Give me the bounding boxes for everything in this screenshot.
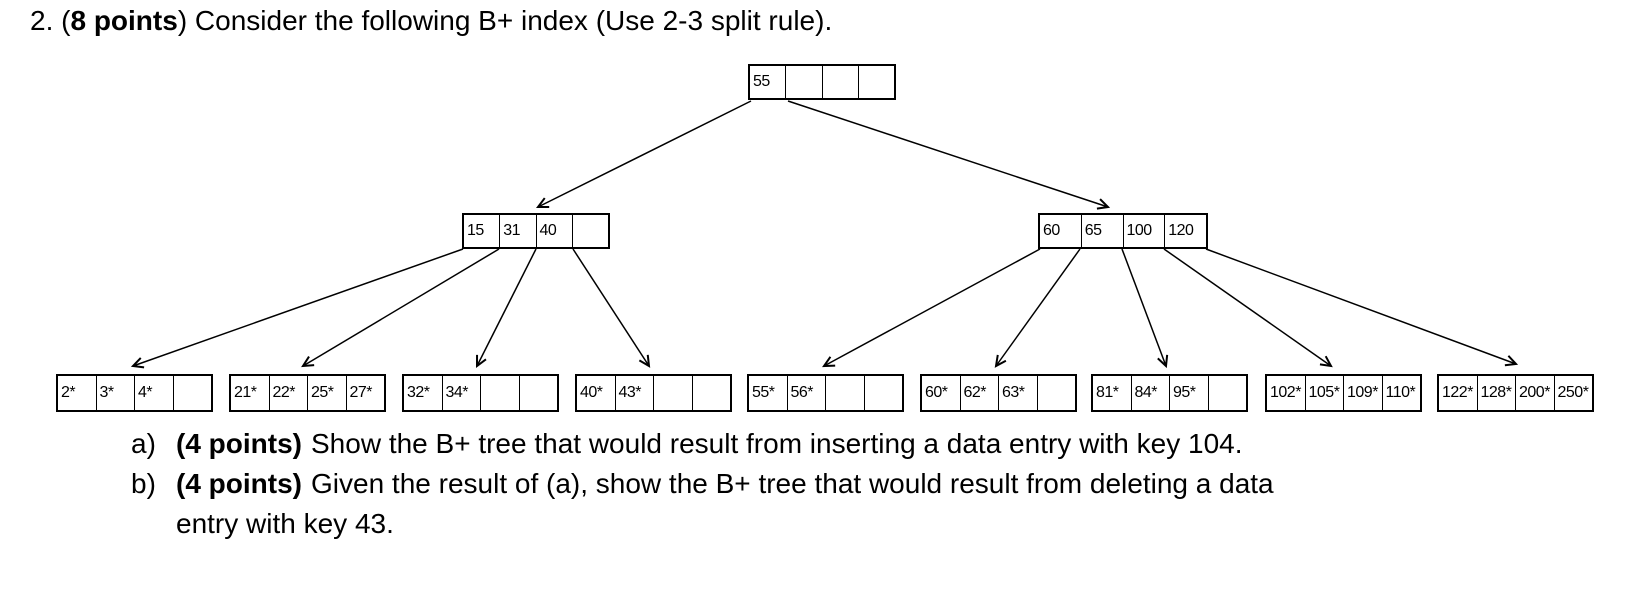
key-cell	[520, 376, 558, 410]
key-cell: 56*	[788, 376, 826, 410]
question-line: Show the B+ tree that would result from …	[311, 428, 1243, 459]
key-cell: 60	[1040, 215, 1082, 247]
leaf-node-6: 60*62*63*	[920, 374, 1077, 412]
question-points: (4 points)	[176, 428, 302, 459]
key-cell: 95*	[1170, 376, 1209, 410]
key-cell	[823, 66, 859, 98]
key-cell: 122*	[1439, 376, 1478, 410]
leaf-node-8: 102*105*109*110*	[1265, 374, 1422, 412]
key-cell: 60*	[922, 376, 961, 410]
key-cell	[693, 376, 731, 410]
leaf-node-2: 21*22*25*27*	[229, 374, 386, 412]
key-cell: 109*	[1344, 376, 1383, 410]
key-cell	[481, 376, 520, 410]
problem-statement: ) Consider the following B+ index (Use 2…	[177, 5, 833, 36]
key-cell: 84*	[1132, 376, 1170, 410]
key-cell: 25*	[308, 376, 347, 410]
pointer-arrow	[1205, 248, 1519, 367]
leaf-node-3: 32*34*	[402, 374, 559, 412]
question-b: b) (4 points) Given the result of (a), sho…	[131, 464, 1506, 544]
key-cell	[859, 66, 894, 98]
key-cell	[1209, 376, 1247, 410]
pointer-arrow	[787, 100, 1111, 210]
key-cell: 65	[1082, 215, 1124, 247]
key-cell: 55	[750, 66, 787, 98]
question-label: a)	[131, 428, 156, 459]
pointer-arrow	[822, 248, 1041, 368]
key-cell: 40	[537, 215, 573, 247]
problem-title: 2. (8 points) Consider the following B+ …	[30, 5, 832, 37]
question-a: a) (4 points) Show the B+ tree that would …	[131, 424, 1506, 464]
pointer-arrow	[535, 100, 752, 209]
key-cell	[1038, 376, 1076, 410]
pointer-arrow	[475, 248, 537, 368]
key-cell: 128*	[1478, 376, 1516, 410]
key-cell: 250*	[1557, 384, 1589, 401]
pointer-arrow	[994, 248, 1081, 368]
key-cell: 55*	[749, 376, 788, 410]
key-cell: 105*	[1306, 376, 1344, 410]
key-cell: 31	[500, 215, 537, 247]
key-cell: 63*	[999, 376, 1038, 410]
key-cell: 81*	[1093, 376, 1132, 410]
pointer-arrow	[1121, 248, 1169, 369]
problem-number: 2. (	[30, 5, 71, 36]
key-cell: 21*	[231, 376, 270, 410]
key-cell: 40*	[577, 376, 616, 410]
leaf-node-5: 55*56*	[747, 374, 904, 412]
key-cell: 3*	[97, 376, 135, 410]
leaf-node-9: 122*128*200*250*	[1437, 374, 1594, 412]
leaf-node-1: 2*3*4*	[56, 374, 213, 412]
key-cell: 62*	[961, 376, 999, 410]
questions: a) (4 points) Show the B+ tree that would …	[131, 424, 1506, 544]
key-cell	[865, 376, 903, 410]
root-node: 55	[748, 64, 896, 100]
key-cell: 34*	[443, 376, 481, 410]
key-cell: 43*	[616, 376, 654, 410]
question-line: Given the result of (a), show the B+ tre…	[311, 468, 1274, 499]
key-cell: 4*	[135, 376, 174, 410]
key-cell	[826, 376, 865, 410]
key-cell	[654, 376, 693, 410]
key-cell: 110*	[1385, 384, 1416, 401]
key-cell: 200*	[1516, 376, 1555, 410]
pointer-arrow	[130, 248, 464, 369]
question-text: (4 points) Show the B+ tree that would re…	[176, 424, 1506, 464]
leaf-node-4: 40*43*	[575, 374, 732, 412]
key-cell: 32*	[404, 376, 443, 410]
key-cell: 102*	[1267, 376, 1306, 410]
question-line: entry with key 43.	[176, 508, 394, 539]
key-cell: 15	[464, 215, 501, 247]
key-cell	[786, 66, 823, 98]
question-label: b)	[131, 468, 156, 499]
pointer-arrow	[1163, 248, 1333, 368]
key-cell	[174, 376, 212, 410]
key-cell: 100	[1124, 215, 1166, 247]
key-cell: 27*	[349, 384, 373, 401]
pointer-arrow	[572, 248, 651, 368]
key-cell	[573, 215, 608, 247]
question-text: (4 points) Given the result of (a), show …	[176, 464, 1506, 544]
key-cell: 22*	[270, 376, 308, 410]
leaf-node-7: 81*84*95*	[1091, 374, 1248, 412]
key-cell: 2*	[58, 376, 97, 410]
points-total: 8 points	[70, 5, 178, 36]
pointer-arrow	[301, 248, 500, 368]
question-points: (4 points)	[176, 468, 302, 499]
key-cell: 120	[1168, 222, 1194, 239]
